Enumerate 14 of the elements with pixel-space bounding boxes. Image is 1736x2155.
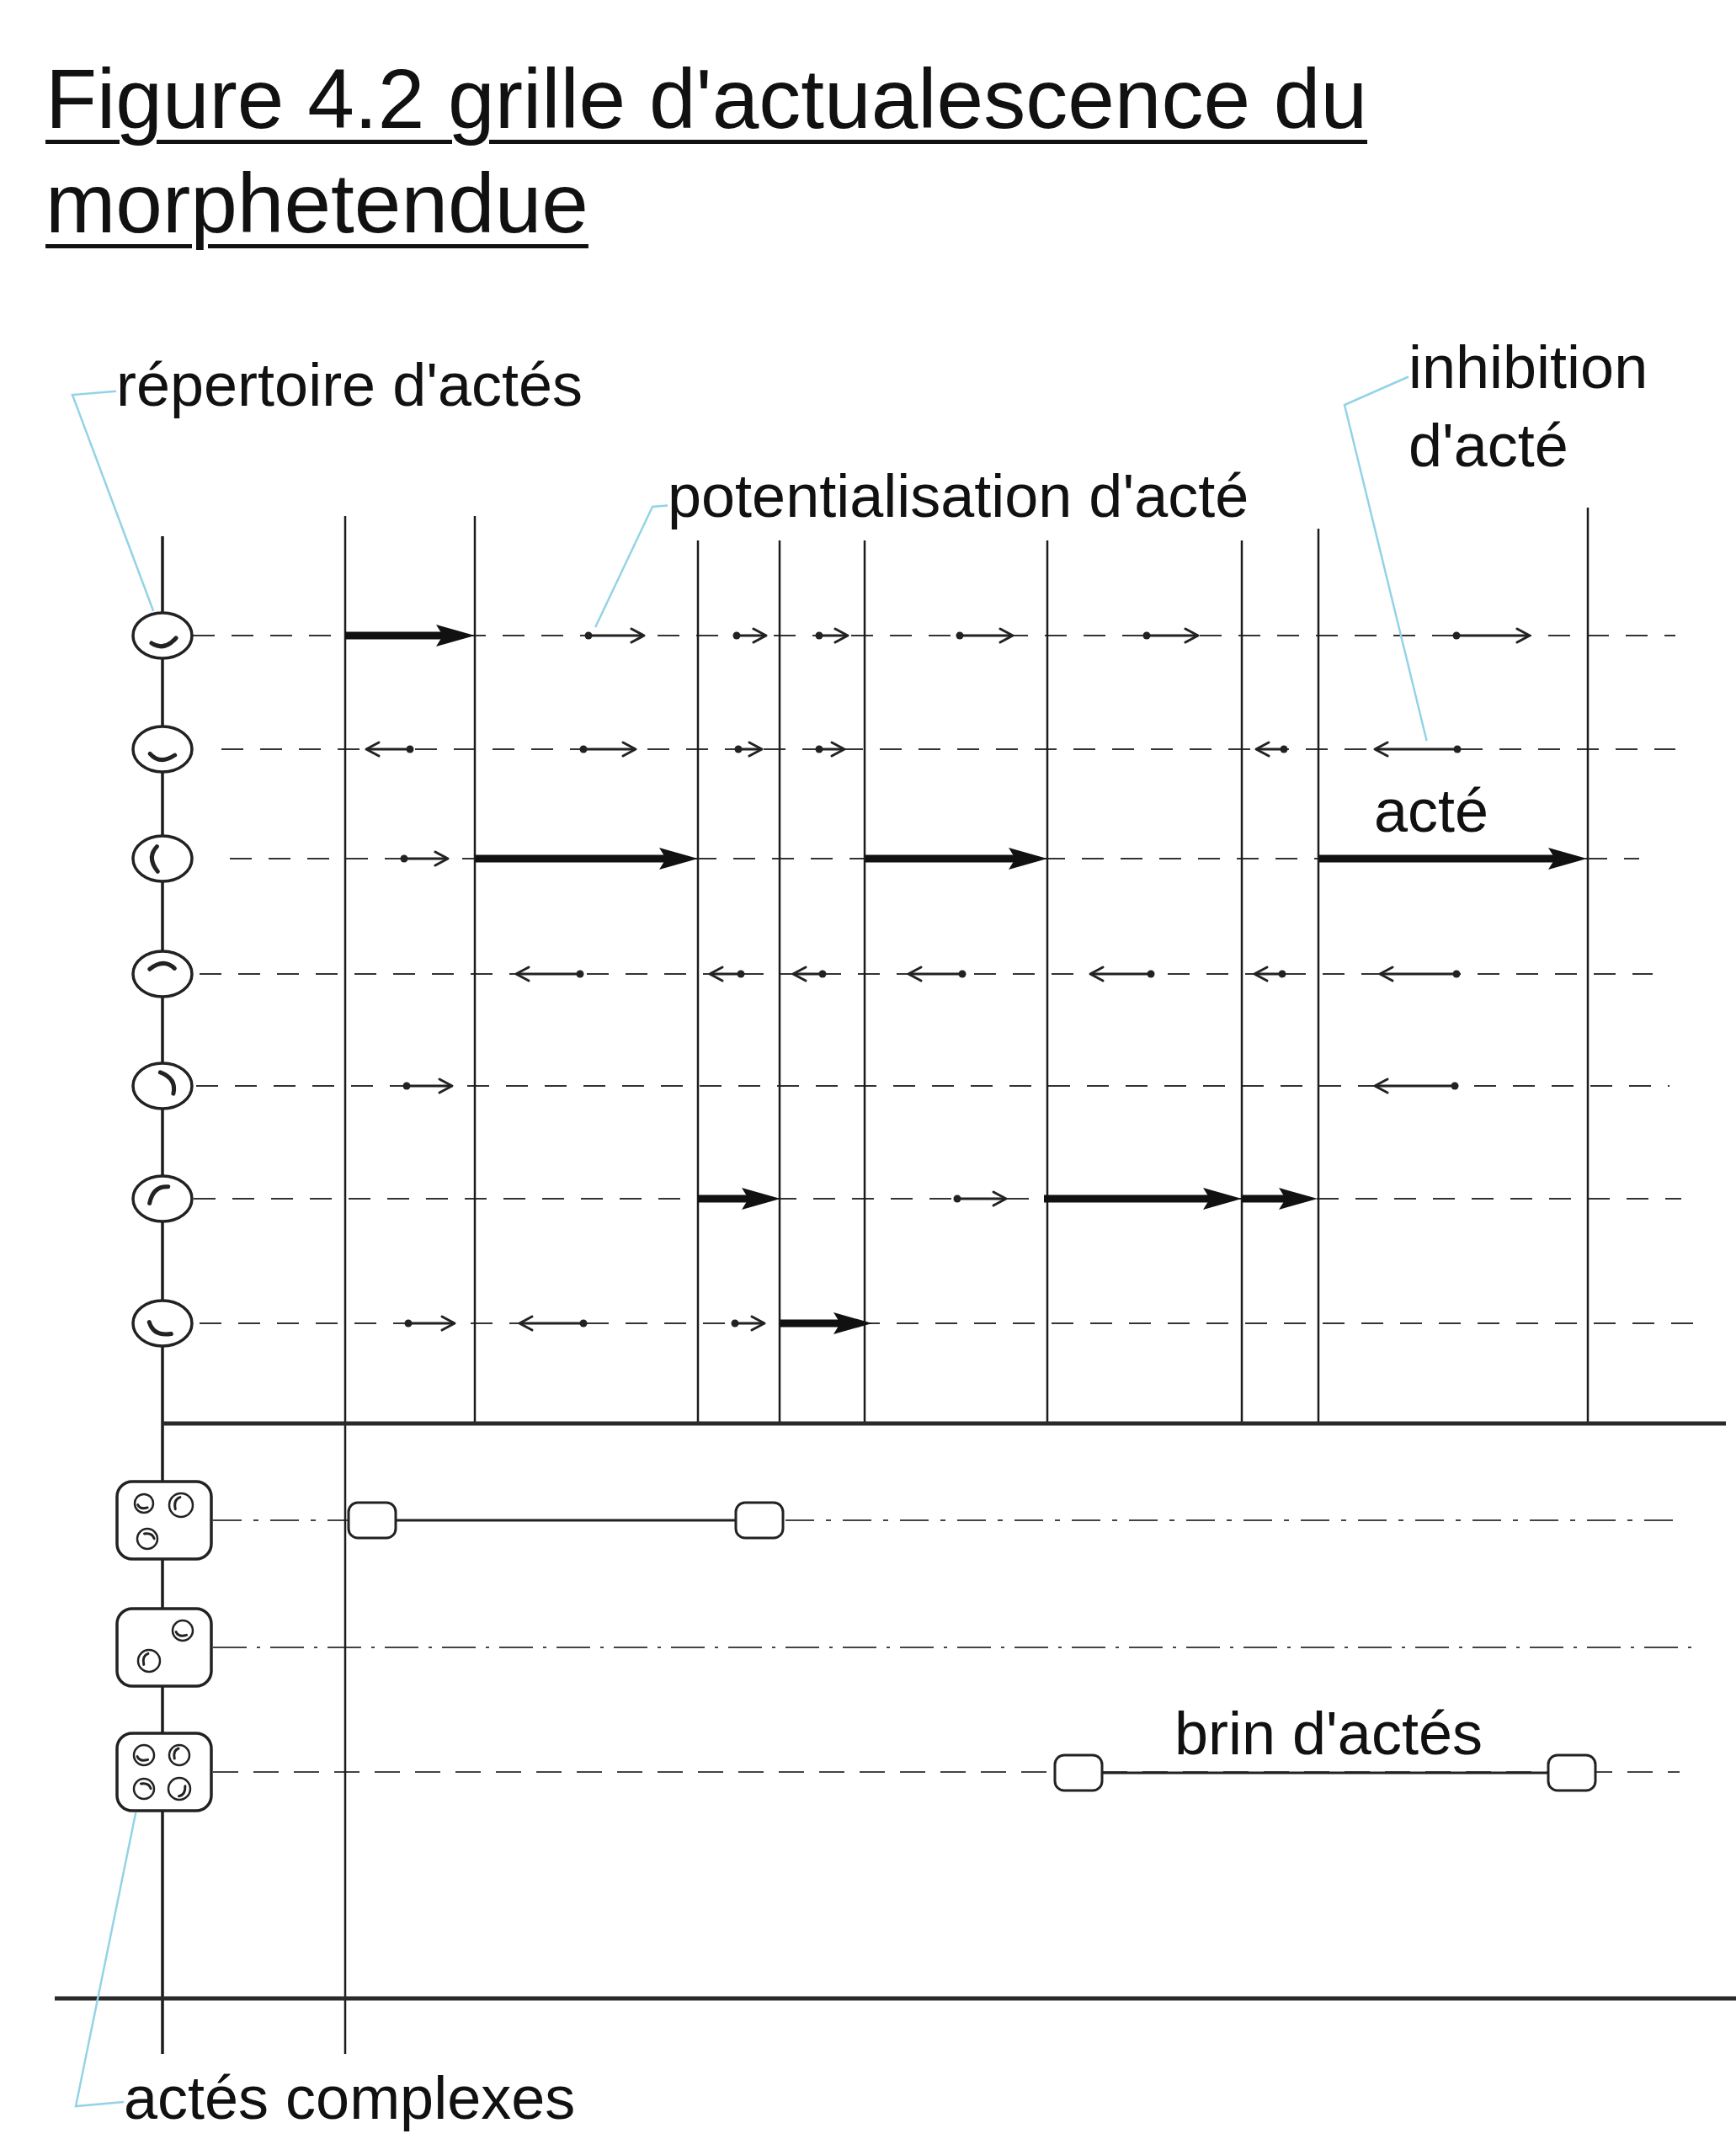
callout-label: actés complexes	[124, 2063, 576, 2133]
callout-label: inhibition d'acté	[1409, 328, 1695, 485]
leader-line	[1343, 375, 1428, 742]
leader-line	[71, 390, 155, 612]
leader-line	[74, 1812, 137, 2108]
callout-label: répertoire d'actés	[116, 350, 583, 420]
annotation-label: brin d'actés	[1174, 1699, 1483, 1769]
callout-label: potentialisation d'acté	[668, 461, 1249, 531]
circle-cluster-icon	[115, 1732, 213, 1812]
leader-line	[594, 504, 668, 628]
annotation-label: acté	[1374, 776, 1489, 846]
circle-icon	[131, 611, 194, 660]
figure-title: Figure 4.2 grille d'actualescence du morphetendue	[45, 51, 1369, 252]
arrow	[1371, 741, 1462, 758]
